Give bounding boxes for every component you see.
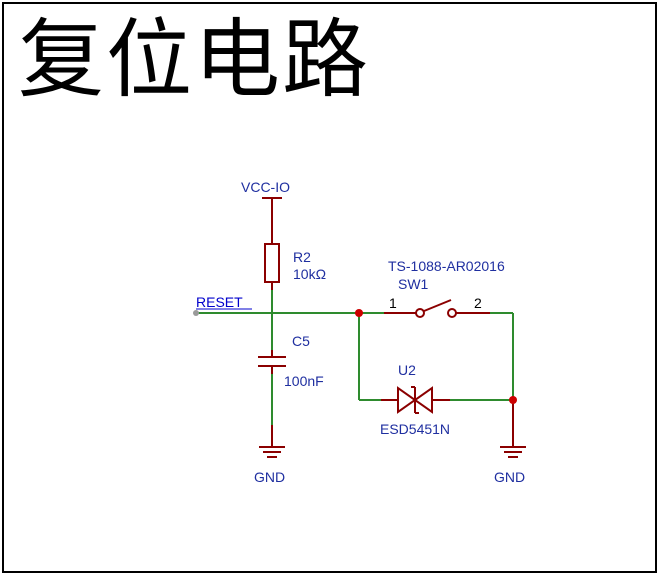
switch-sw1-contact-1	[415, 308, 425, 318]
switch-sw1-lever	[423, 299, 452, 312]
tvs-u2-triangle-right	[413, 386, 433, 414]
page-title: 复位电路	[18, 10, 370, 110]
junction-dot-left	[355, 309, 363, 317]
switch-sw1-contact-2	[447, 308, 457, 318]
wires	[196, 288, 514, 425]
net-label-reset: RESET	[196, 294, 243, 310]
gnd-right-label: GND	[494, 469, 525, 485]
tvs-u2-triangle-left	[397, 386, 417, 414]
sw1-part-label: TS-1088-AR02016	[388, 258, 505, 274]
vcc-label: VCC-IO	[241, 179, 290, 195]
u2-part-label: ESD5451N	[380, 421, 450, 437]
components	[258, 197, 526, 458]
r2-ref-label: R2	[293, 249, 311, 265]
u2-ref-label: U2	[398, 362, 416, 378]
net-port-dot	[193, 310, 199, 316]
sw1-ref-label: SW1	[398, 276, 429, 292]
sw1-pin1-label: 1	[389, 295, 397, 311]
junction-dot-right	[509, 396, 517, 404]
sw1-pin2-label: 2	[474, 295, 482, 311]
gnd-left-label: GND	[254, 469, 285, 485]
resistor-r2-body	[264, 243, 280, 283]
c5-ref-label: C5	[292, 333, 310, 349]
r2-value-label: 10kΩ	[293, 266, 326, 282]
c5-value-label: 100nF	[284, 373, 324, 389]
